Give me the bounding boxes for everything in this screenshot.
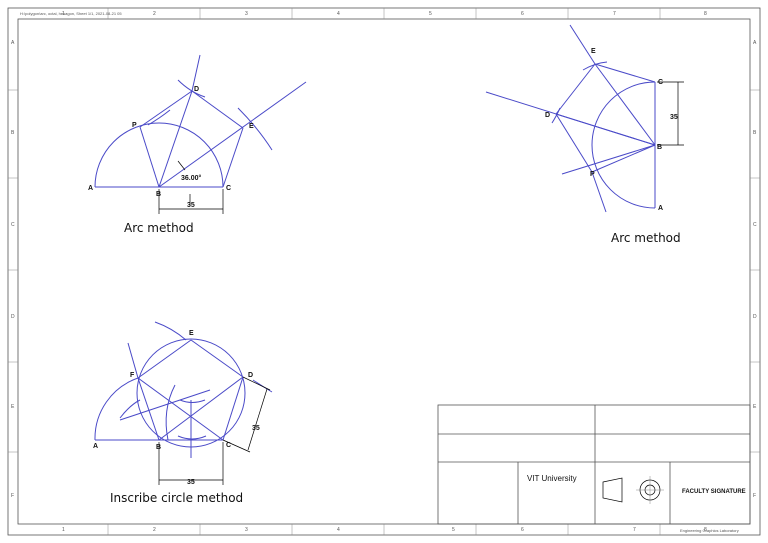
zone-bottom-3: 3 [245,527,248,533]
point-c-tr: C [658,79,663,86]
point-f-bl: F [130,372,135,379]
point-d-tl: D [194,86,199,93]
caption-top-right: Arc method [611,231,681,245]
point-e-tl: E [249,123,254,130]
point-p-tl: P [132,122,137,129]
pentagon-inscribe-circle-method: A B C D E F 35 35 Inscribe circle method [93,321,273,505]
zone-left-e: E [11,404,15,410]
zone-top-3: 3 [245,11,248,17]
zone-left-f: F [11,493,14,499]
zone-left-b: B [11,130,15,136]
dim-label-bl-bottom: 35 [187,479,195,486]
pentagon-arc-method-left: A B C D E P 36.00° 35 Arc method [88,54,307,235]
point-c-tl: C [226,185,231,192]
zone-bottom-4: 4 [337,527,340,533]
zone-top-6: 6 [521,11,524,17]
zone-right-f: F [753,493,756,499]
point-e-tr: E [591,48,596,55]
dim-label-tr: 35 [670,114,678,121]
zone-left-d: D [11,314,15,320]
zone-right-d: D [753,314,757,320]
zone-top-1: 1 [62,11,65,17]
point-a-tr: A [658,205,663,212]
zone-top-4: 4 [337,11,340,17]
large-arc [94,377,139,441]
point-e-bl: E [189,330,194,337]
point-p-tr: P [590,171,595,178]
angle-label-tl: 36.00° [181,174,202,182]
point-b-tl: B [156,191,161,198]
footer-note: Engineering Graphics Laboratory [680,528,739,533]
point-b-bl: B [156,444,161,451]
title-block: VIT University FACULTY SIGNATURE [437,404,751,525]
zone-top-8: 8 [704,11,707,17]
zone-right-c: C [753,222,757,228]
point-b-tr: B [657,144,662,151]
zone-bottom-6: 6 [521,527,524,533]
point-c-bl: C [226,442,231,449]
zone-left-a: A [11,40,15,46]
zone-bottom-8: 8 [704,527,707,533]
zone-left-c: C [11,222,15,228]
header-note: H:\polygon\arc, octal, hexagon, Sheet 1/… [20,11,122,16]
point-d-bl: D [248,372,253,379]
zone-top-2: 2 [153,11,156,17]
point-a-bl: A [93,443,98,450]
zone-bottom-7: 7 [633,527,636,533]
outer-border [7,7,761,536]
semicircle-arc-right [591,81,656,209]
zone-right-a: A [753,40,757,46]
caption-top-left: Arc method [124,221,194,235]
zone-top-5: 5 [429,11,432,17]
zone-labels: 1 2 3 4 5 6 7 8 1 2 3 4 5 6 7 8 A B C D … [11,11,757,533]
zone-bottom-5: 5 [452,527,455,533]
semicircle-arc [94,122,224,188]
pentagon-arc-method-right: A B C D E P 35 Arc method [485,24,684,245]
projection-symbol-icon [602,476,664,504]
faculty-signature-label: FACULTY SIGNATURE [682,489,746,495]
zone-right-b: B [753,130,757,136]
zone-bottom-1: 1 [62,527,65,533]
point-d-tr: D [545,112,550,119]
zone-ticks [8,8,760,535]
inner-border [17,18,751,525]
caption-bottom-left: Inscribe circle method [110,491,243,505]
zone-right-e: E [753,404,757,410]
dim-label-tl: 35 [187,202,195,209]
institution-name: VIT University [527,474,577,483]
dim-label-bl-side: 35 [252,425,260,432]
zone-top-7: 7 [613,11,616,17]
zone-bottom-2: 2 [153,527,156,533]
point-a-tl: A [88,185,93,192]
